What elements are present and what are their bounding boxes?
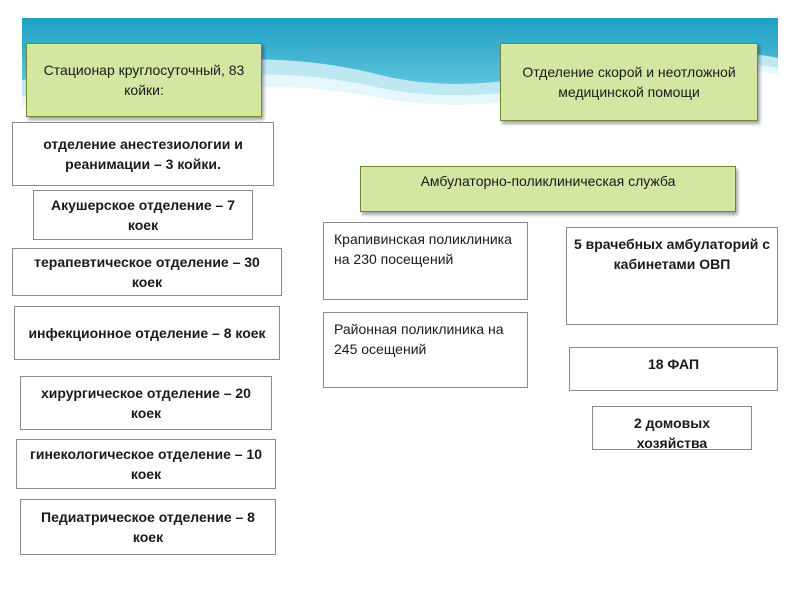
department-box: Акушерское отделение – 7 коек (33, 190, 253, 240)
department-label: терапевтическое отделение – 30 коек (34, 254, 260, 290)
clinic-box: Крапивинская поликлиника на 230 посещени… (323, 222, 528, 300)
department-box: гинекологическое отделение – 10 коек (16, 439, 276, 489)
unit-box: 2 домовых хозяйства (592, 406, 752, 451)
outpatient-service-label: Амбулаторно-поликлиническая служба (420, 173, 676, 189)
department-box: Педиатрическое отделение – 8 коек (20, 499, 276, 555)
department-label: инфекционное отделение – 8 коек (28, 325, 266, 341)
department-box: отделение анестезиологии и реанимации – … (12, 122, 274, 186)
department-label: отделение анестезиологии и реанимации – … (43, 136, 243, 172)
hospital-header-label: Стационар круглосуточный, 83 койки: (43, 62, 245, 98)
department-label: гинекологическое отделение – 10 коек (30, 446, 262, 482)
department-label: Акушерское отделение – 7 коек (51, 197, 235, 233)
unit-label: 5 врачебных амбулаторий с кабинетами ОВП (573, 236, 771, 272)
unit-label: 18 ФАП (647, 356, 700, 372)
unit-box: 5 врачебных амбулаторий с кабинетами ОВП (566, 227, 778, 325)
hospital-header-box: Стационар круглосуточный, 83 койки: (26, 43, 262, 117)
emergency-header-label: Отделение скорой и неотложной медицинско… (522, 64, 736, 100)
department-box: инфекционное отделение – 8 коек (14, 306, 280, 360)
department-label: хирургическое отделение – 20 коек (41, 385, 251, 421)
department-box: хирургическое отделение – 20 коек (20, 376, 272, 430)
clinic-label: Районная поликлиника на 245 осещений (334, 321, 504, 357)
clinic-box: Районная поликлиника на 245 осещений (323, 312, 528, 388)
emergency-header-box: Отделение скорой и неотложной медицинско… (500, 43, 758, 121)
unit-box: 18 ФАП (569, 347, 778, 391)
clinic-label: Крапивинская поликлиника на 230 посещени… (334, 231, 512, 267)
department-box: терапевтическое отделение – 30 коек (12, 248, 282, 296)
unit-label: 2 домовых хозяйства (633, 415, 710, 451)
department-label: Педиатрическое отделение – 8 коек (41, 509, 255, 545)
outpatient-service-header-box: Амбулаторно-поликлиническая служба (360, 166, 736, 212)
